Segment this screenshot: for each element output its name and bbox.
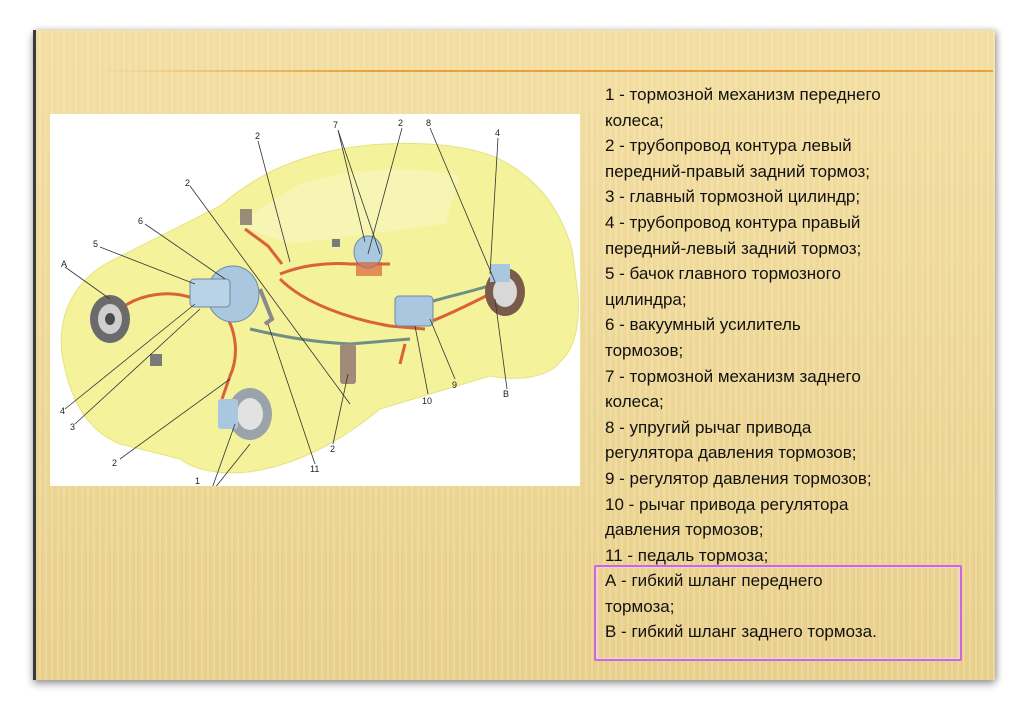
top-rule-divider [93,70,993,72]
legend-item-11: 11 - педаль тормоза; [605,545,769,565]
slide-left-border [33,30,36,680]
label-8: 8 [426,118,431,128]
label-9: 9 [452,380,457,390]
legend-item-3: 3 - главный тормозной цилиндр; [605,187,861,207]
brake-system-diagram: А 5 6 2 2 7 2 8 4 4 3 2 1 11 2 10 9 В [50,114,580,495]
legend-item-a: А - гибкий шланг переднего тормоза; [605,571,823,616]
front-wheel-bottom [218,388,272,440]
brake-pedal [258,288,275,326]
label-2-mid: 2 [185,178,190,188]
highlight-box-hoses [594,565,962,661]
legend: 1 - тормозной механизм переднего колеса;… [605,82,985,645]
label-a: А [61,259,67,269]
rear-brake-top [353,235,383,276]
rear-wheel-right [485,264,525,316]
label-3: 3 [70,422,75,432]
label-2-bottom: 2 [330,444,335,454]
brake-diagram-svg: А 5 6 2 2 7 2 8 4 4 3 2 1 11 2 10 9 В [60,118,579,495]
small-part-top [240,209,252,225]
legend-item-7: 7 - тормозной механизм заднего колеса; [605,366,861,412]
leader-lines [64,127,508,495]
legend-item-1: 1 - тормозной механизм переднего колеса; [605,85,881,130]
label-2-top: 2 [255,131,260,141]
label-2-bottom-left: 2 [112,458,117,468]
label-6: 6 [138,216,143,226]
label-11: 11 [310,464,319,474]
legend-item-b: В - гибкий шланг заднего тормоза. [605,622,877,642]
legend-item-9: 9 - регулятор давления тормозов; [605,468,872,488]
legend-item-2: 2 - трубопровод контура левый передний-п… [605,136,870,181]
label-4-right: 4 [495,128,500,138]
label-b: В [503,389,509,399]
label-4-left: 4 [60,406,65,416]
front-wheel-left [90,295,130,343]
legend-item-8: 8 - упругий рычаг привода регулятора дав… [605,417,857,463]
car-window [235,169,460,244]
pressure-regulator-lever [340,344,356,384]
legend-item-5: 5 - бачок главного тормозного цилиндра; [605,264,841,309]
label-7: 7 [333,120,338,130]
label-5: 5 [93,239,98,249]
pressure-regulator [394,295,434,327]
legend-item-4: 4 - трубопровод контура правый передний-… [605,212,862,258]
master-cylinder [189,265,260,323]
label-10: 10 [422,396,432,406]
small-part-center [332,239,340,247]
legend-item-6: 6 - вакуумный усилитель тормозов; [605,315,801,360]
label-1: 1 [195,476,200,486]
legend-item-10: 10 - рычаг привода регулятора давления т… [605,494,849,540]
slide: А 5 6 2 2 7 2 8 4 4 3 2 1 11 2 10 9 В 1 … [33,30,995,680]
small-part-lower [150,354,162,366]
label-2-right: 2 [398,118,403,128]
